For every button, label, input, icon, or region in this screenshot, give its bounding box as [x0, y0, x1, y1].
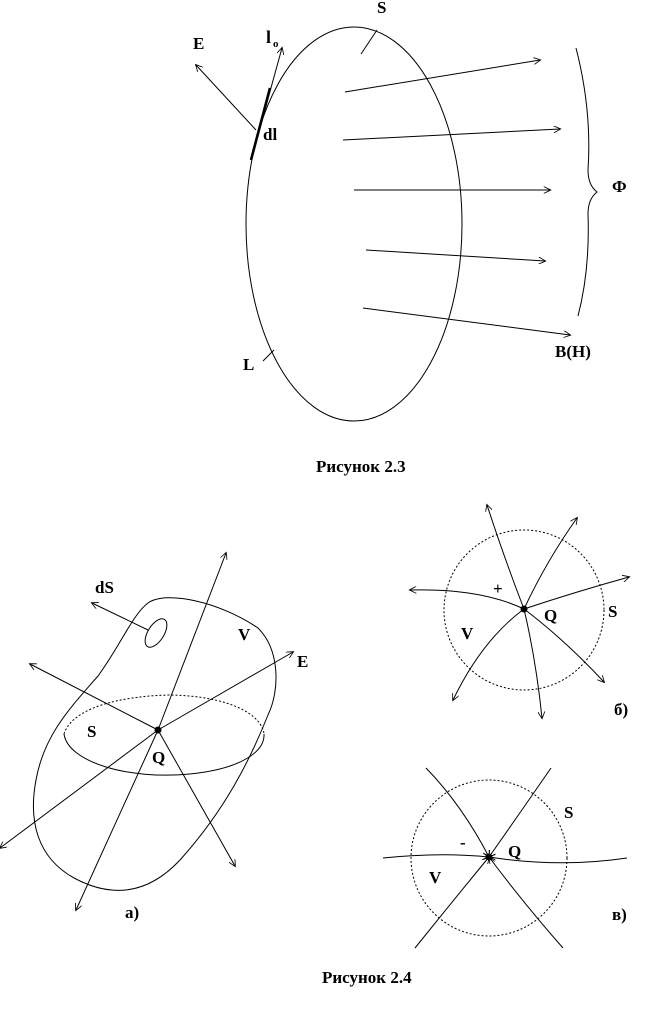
label-q: Q — [152, 748, 165, 767]
label-l0: l — [266, 27, 271, 47]
subfigure-tag-c: в) — [612, 905, 627, 924]
label-l0-subscript: o — [273, 38, 279, 50]
figure-2-4-a: dS V E S Q а) — [0, 553, 308, 922]
label-l-contour: L — [243, 355, 254, 374]
field-line — [487, 505, 525, 610]
subfigure-tag-a: а) — [125, 903, 139, 922]
label-e: E — [193, 34, 204, 53]
label-s: S — [608, 602, 617, 621]
field-line — [76, 729, 159, 910]
label-minus: - — [460, 833, 466, 852]
field-line — [489, 767, 552, 857]
field-line — [523, 577, 629, 610]
label-plus: + — [493, 579, 503, 598]
charge-q — [154, 726, 162, 734]
charge-q — [485, 853, 493, 861]
label-e: E — [297, 652, 308, 671]
charge-q — [520, 605, 528, 613]
field-line — [523, 608, 542, 718]
field-line — [157, 652, 293, 731]
figure-2-3: E l o dl S Ф L B(H) Рисунок 2.3 — [193, 0, 627, 476]
field-line — [157, 553, 226, 731]
field-line — [382, 855, 489, 858]
field-line — [489, 857, 564, 949]
label-q: Q — [544, 606, 557, 625]
field-arrow — [342, 129, 560, 141]
field-line — [0, 729, 159, 848]
field-arrow — [362, 307, 570, 335]
s-leader — [360, 29, 378, 55]
field-line — [453, 608, 525, 700]
field-line — [157, 729, 235, 866]
field-line — [30, 664, 159, 731]
subfigure-tag-b: б) — [614, 700, 628, 719]
label-b-h: B(H) — [555, 342, 591, 361]
ds-element — [144, 618, 168, 648]
l0-vector — [250, 48, 282, 161]
label-q: Q — [508, 842, 521, 861]
label-s: S — [564, 803, 573, 822]
label-v: V — [429, 868, 442, 887]
label-dl: dl — [263, 125, 277, 144]
closed-surface — [33, 597, 277, 891]
figure-2-4-c: - Q S V в) — [382, 767, 628, 949]
flux-brace — [575, 47, 598, 317]
label-v: V — [238, 625, 251, 644]
field-line — [523, 608, 604, 682]
caption-2-4: Рисунок 2.4 — [322, 968, 412, 987]
field-arrow — [365, 249, 545, 261]
label-phi: Ф — [612, 177, 627, 196]
gauss-sphere-s — [443, 529, 605, 691]
label-ds: dS — [95, 578, 114, 597]
label-s: S — [87, 722, 96, 741]
caption-2-3: Рисунок 2.3 — [316, 457, 406, 476]
label-v: V — [461, 624, 474, 643]
ds-normal — [92, 603, 149, 631]
l-leader — [262, 349, 275, 362]
label-s: S — [377, 0, 386, 17]
field-line — [414, 857, 489, 949]
e-vector — [196, 65, 257, 131]
field-line — [489, 857, 628, 864]
figure-2-4-b: + Q S V б) — [410, 505, 629, 719]
surface-s-contour-l — [245, 26, 463, 422]
field-line — [523, 518, 577, 610]
cross-section-back — [63, 694, 265, 735]
field-line — [425, 767, 489, 857]
field-line — [410, 590, 525, 610]
gauss-sphere-s — [410, 779, 568, 937]
field-arrow — [344, 60, 540, 93]
